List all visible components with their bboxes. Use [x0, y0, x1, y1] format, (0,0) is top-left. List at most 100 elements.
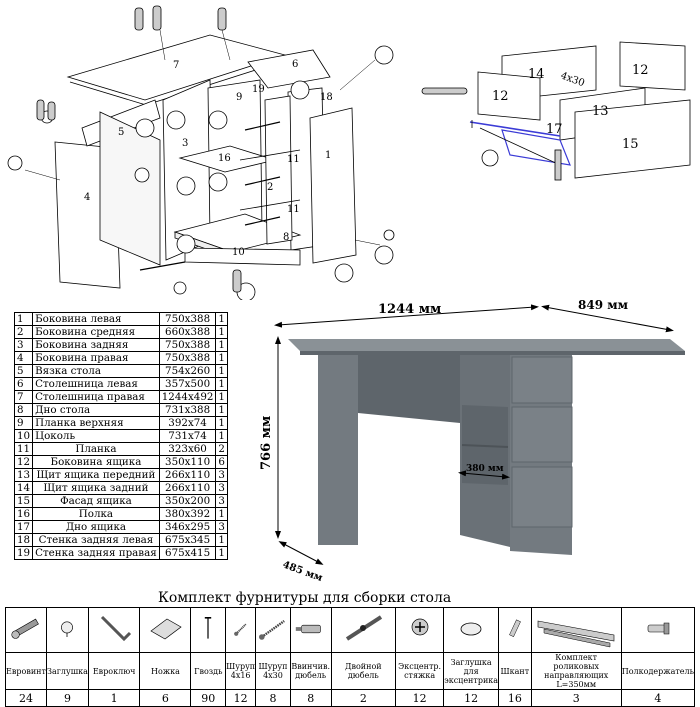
hardware-name: Ножка [139, 652, 192, 690]
parts-cell-qty: 1 [215, 429, 228, 443]
parts-cell-size: 1244x492 [158, 390, 217, 404]
screw-short-icon [233, 623, 247, 636]
parts-cell-n: 14 [13, 481, 34, 495]
parts-cell-name: Фасад ящика [32, 494, 160, 508]
parts-cell-n: 19 [13, 546, 34, 560]
hardware-name: Заглушка [45, 652, 89, 690]
shelf-label: 380 мм [466, 464, 504, 474]
parts-cell-n: 12 [13, 455, 34, 469]
callout-9: 9 [236, 92, 242, 103]
parts-cell-n: 1 [13, 312, 34, 326]
callout-8: 8 [283, 232, 289, 243]
callout-11a: 11 [287, 154, 300, 165]
hardware-qty: 3 [530, 689, 622, 707]
parts-cell-qty: 1 [215, 533, 228, 547]
parts-cell-n: 9 [13, 416, 34, 430]
panel-12-drawer-side [477, 71, 541, 121]
parts-cell-n: 16 [13, 507, 34, 521]
side-depth-dimension-arrow [278, 541, 324, 565]
eurobolt-icon [11, 618, 39, 639]
callout-16: 16 [218, 153, 231, 164]
parts-cell-qty: 1 [215, 390, 228, 404]
parts-cell-qty: 2 [215, 442, 228, 456]
parts-cell-n: 4 [13, 351, 34, 365]
parts-cell-name: Дно стола [32, 403, 160, 417]
parts-cell-size: 675x415 [158, 546, 217, 560]
hardware-qty: 24 [5, 689, 47, 707]
parts-cell-name: Вязка стола [32, 364, 160, 378]
parts-cell-qty: 1 [215, 364, 228, 378]
hardware-qty: 8 [255, 689, 291, 707]
callout-5: 5 [118, 127, 124, 138]
hex-key-icon [101, 615, 132, 642]
parts-cell-size: 346x295 [158, 520, 217, 534]
hardware-name: Шуруп 4x16 [225, 652, 257, 690]
callout-1: 1 [325, 150, 331, 161]
cam-lock-icon [411, 618, 428, 636]
hardware-qty: 12 [443, 689, 500, 707]
parts-cell-name: Полка [32, 507, 160, 521]
panel-1-left-side [309, 107, 357, 264]
callout-2: 2 [267, 182, 273, 193]
parts-cell-n: 11 [13, 442, 34, 456]
width-dimension-arrow [274, 304, 539, 328]
parts-cell-name: Боковина средняя [32, 325, 160, 339]
hardware-kit-title: Комплект фурнитуры для сборки стола [158, 590, 452, 606]
parts-cell-name: Столешница правая [32, 390, 160, 404]
foot-icon [150, 618, 183, 640]
parts-cell-size: 350x110 [158, 455, 217, 469]
parts-cell-qty: 1 [215, 507, 228, 521]
parts-cell-n: 7 [13, 390, 34, 404]
parts-cell-qty: 3 [215, 520, 228, 534]
callout-15: 15 [622, 137, 639, 152]
hardware-icon-cell [225, 607, 257, 653]
hardware-icon-cell [530, 607, 622, 653]
parts-cell-n: 18 [13, 533, 34, 547]
parts-cell-name: Дно ящика [32, 520, 160, 534]
parts-cell-size: 660x388 [158, 325, 217, 339]
parts-cell-size: 323x60 [158, 442, 217, 456]
parts-cell-n: 2 [13, 325, 34, 339]
parts-cell-name: Боковина задняя [32, 338, 160, 352]
callout-13: 13 [592, 104, 609, 119]
hardware-name: Ввинчив. дюбель [289, 652, 332, 690]
cam-cap-icon [460, 622, 482, 636]
hardware-qty: 1 [87, 689, 141, 707]
callout-12b: 12 [492, 89, 509, 104]
callout-6: 6 [292, 59, 298, 70]
parts-cell-name: Столешница левая [32, 377, 160, 391]
parts-cell-qty: 6 [215, 455, 228, 469]
hardware-name: Евровинт [5, 652, 47, 690]
hardware-qty: 4 [620, 689, 696, 707]
parts-cell-qty: 1 [215, 312, 228, 326]
parts-cell-n: 13 [13, 468, 34, 482]
depth-dimension-arrow [541, 304, 674, 333]
hardware-name: Эксцентр. стяжка [395, 652, 445, 690]
parts-cell-n: 10 [13, 429, 34, 443]
parts-cell-qty: 3 [215, 494, 228, 508]
hardware-qty: 16 [498, 689, 532, 707]
parts-cell-qty: 1 [215, 546, 228, 560]
callout-12a: 12 [632, 63, 649, 78]
callout-11b: 11 [287, 204, 300, 215]
parts-cell-n: 5 [13, 364, 34, 378]
hardware-qty: 12 [395, 689, 445, 707]
parts-cell-name: Щит ящика задний [32, 481, 160, 495]
parts-cell-name: Планка верхняя [32, 416, 160, 430]
hardware-name: Шкант [498, 652, 532, 690]
